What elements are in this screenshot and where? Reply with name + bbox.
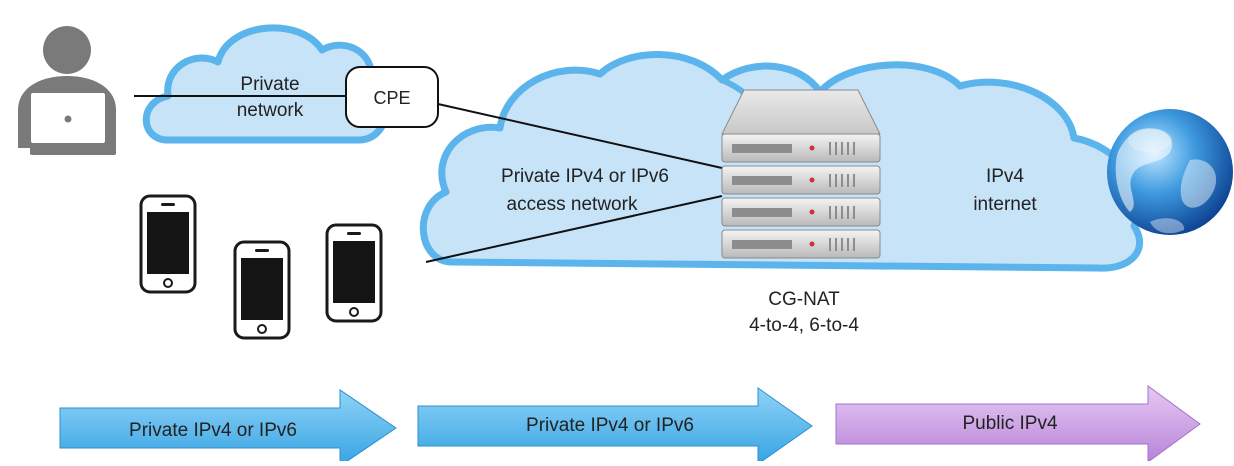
- smartphone-icon: [139, 194, 197, 294]
- internet-label-2: internet: [973, 194, 1037, 215]
- arrow-label: Private IPv4 or IPv6: [526, 415, 694, 436]
- user-laptop-icon: [18, 26, 116, 155]
- server-unit: [721, 165, 881, 195]
- server-unit: [721, 133, 881, 163]
- cpe-label: CPE: [373, 88, 410, 108]
- cpe-to-cgnat-line: [437, 103, 723, 169]
- connection-lines: [134, 95, 723, 263]
- arrow-private-2: Private IPv4 or IPv6: [417, 387, 813, 465]
- arrow-public: Public IPv4: [835, 385, 1201, 463]
- arrow-private-1: Private IPv4 or IPv6: [59, 389, 397, 466]
- arrow-label: Public IPv4: [962, 413, 1057, 434]
- globe-icon: [1107, 109, 1233, 235]
- server-unit: [721, 197, 881, 227]
- cpe-box: CPE: [345, 66, 439, 128]
- smartphone-icon: [233, 240, 291, 340]
- cgnat-label-1: CG-NAT: [768, 289, 840, 310]
- arrow-label: Private IPv4 or IPv6: [129, 420, 297, 441]
- server-unit: [721, 229, 881, 259]
- access-network-label-1: Private IPv4 or IPv6: [501, 166, 669, 187]
- smartphone-icon: [325, 223, 383, 323]
- cgnat-label-2: 4-to-4, 6-to-4: [749, 315, 859, 336]
- access-network-label-2: access network: [507, 194, 638, 215]
- private-network-label-2: network: [237, 100, 304, 121]
- server-icon: [721, 89, 881, 259]
- private-network-label-1: Private: [240, 74, 299, 95]
- internet-label-1: IPv4: [986, 166, 1024, 187]
- mobile-to-cgnat-line: [425, 195, 723, 263]
